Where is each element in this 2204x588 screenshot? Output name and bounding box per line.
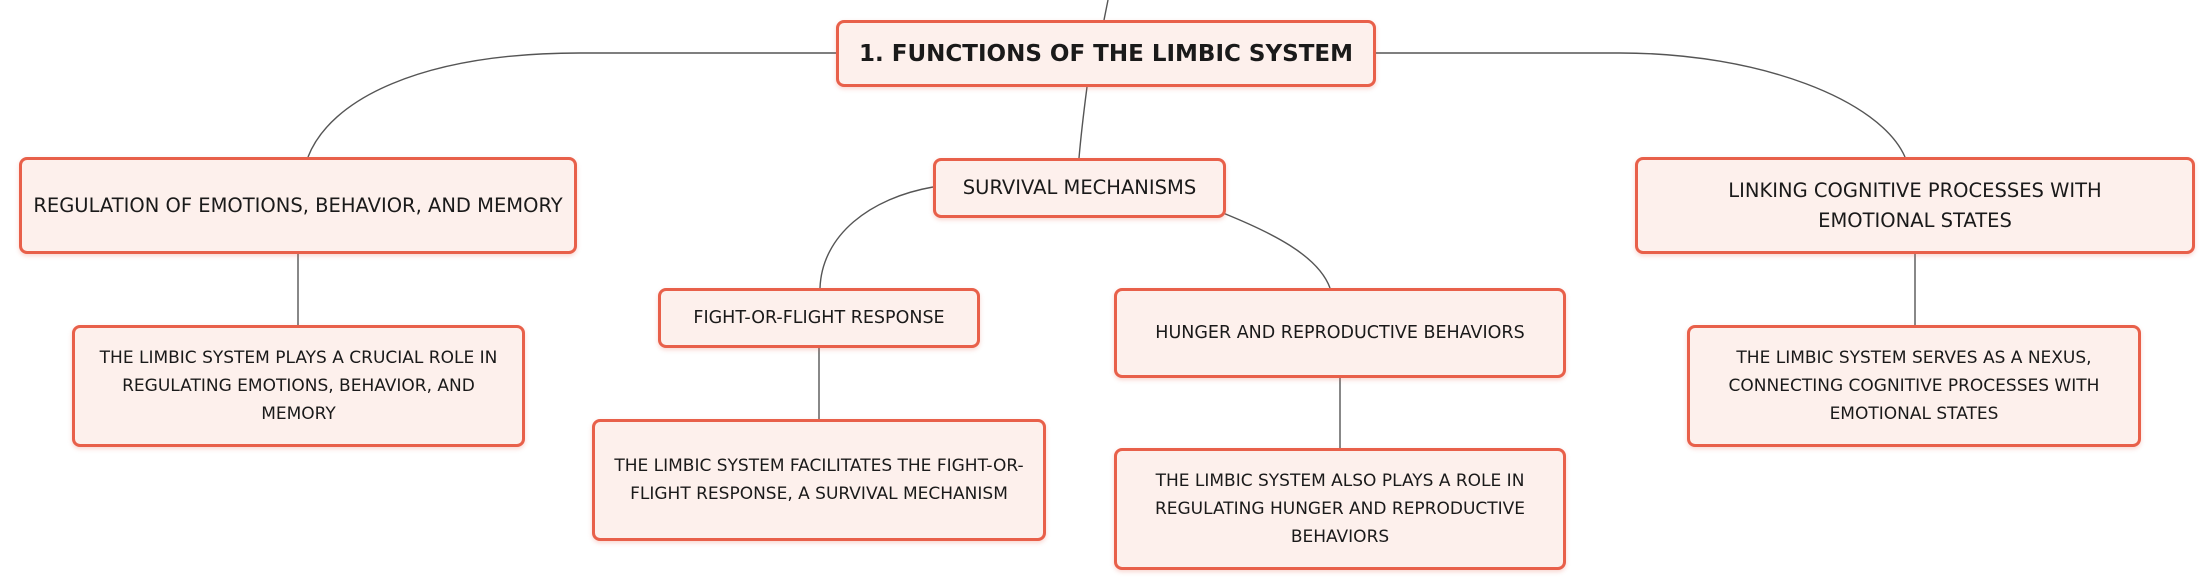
root-topic-label: 1. FUNCTIONS OF THE LIMBIC SYSTEM — [859, 40, 1353, 67]
topic-survival[interactable]: SURVIVAL MECHANISMS — [933, 158, 1226, 218]
detail-regulation[interactable]: THE LIMBIC SYSTEM PLAYS A CRUCIAL ROLE I… — [72, 325, 525, 447]
connector-root-to-survival — [1078, 86, 1088, 159]
topic-fight-flight[interactable]: FIGHT-OR-FLIGHT RESPONSE — [658, 288, 980, 348]
connector-root-to-cognitive — [1372, 52, 1906, 158]
connector-root-to-regulation — [307, 52, 836, 158]
detail-fight-flight[interactable]: THE LIMBIC SYSTEM FACILITATES THE FIGHT-… — [592, 419, 1046, 541]
detail-cognitive[interactable]: THE LIMBIC SYSTEM SERVES AS A NEXUS, CON… — [1687, 325, 2141, 447]
topic-fight-flight-label: FIGHT-OR-FLIGHT RESPONSE — [693, 308, 945, 328]
topic-regulation-label: REGULATION OF EMOTIONS, BEHAVIOR, AND ME… — [33, 193, 563, 217]
topic-hunger[interactable]: HUNGER AND REPRODUCTIVE BEHAVIORS — [1114, 288, 1566, 378]
topic-cognitive[interactable]: LINKING COGNITIVE PROCESSES WITH EMOTION… — [1635, 157, 2195, 254]
root-topic[interactable]: 1. FUNCTIONS OF THE LIMBIC SYSTEM — [836, 20, 1376, 87]
detail-hunger-text: THE LIMBIC SYSTEM ALSO PLAYS A ROLE IN R… — [1154, 471, 1526, 547]
connector-survival-to-fight-flight — [819, 186, 934, 289]
topic-hunger-label: HUNGER AND REPRODUCTIVE BEHAVIORS — [1155, 323, 1525, 343]
topic-survival-label: SURVIVAL MECHANISMS — [962, 176, 1197, 199]
topic-regulation[interactable]: REGULATION OF EMOTIONS, BEHAVIOR, AND ME… — [19, 157, 577, 254]
detail-fight-flight-text: THE LIMBIC SYSTEM FACILITATES THE FIGHT-… — [614, 456, 1024, 504]
connector-parent-to-root — [1103, 0, 1109, 21]
connector-survival-to-hunger — [1222, 212, 1331, 289]
detail-hunger[interactable]: THE LIMBIC SYSTEM ALSO PLAYS A ROLE IN R… — [1114, 448, 1566, 570]
detail-cognitive-text: THE LIMBIC SYSTEM SERVES AS A NEXUS, CON… — [1728, 348, 2100, 424]
detail-regulation-text: THE LIMBIC SYSTEM PLAYS A CRUCIAL ROLE I… — [99, 348, 498, 424]
topic-cognitive-label: LINKING COGNITIVE PROCESSES WITH EMOTION… — [1728, 178, 2102, 232]
